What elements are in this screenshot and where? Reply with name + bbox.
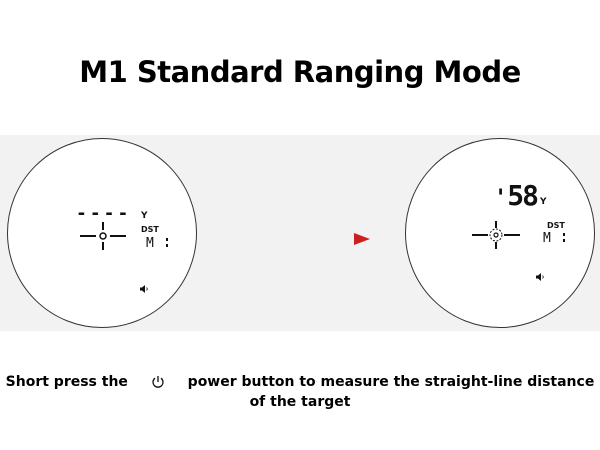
distance-reading: '58 [494,179,539,212]
crosshair-icon [80,222,126,250]
mode-indicator [166,238,168,250]
distance-value: 58 [507,179,539,212]
arrow-right-icon [236,233,370,245]
distance-placeholder: ---- [76,203,132,224]
unit-label: Y [141,211,148,221]
viewfinder-after: '58 Y DST M [405,138,595,328]
crosshair-icon [472,221,520,249]
speaker-icon [140,285,148,293]
viewfinder-before: ---- Y DST M [7,138,197,328]
mode-value: M [543,231,551,246]
mode-value: M [146,236,154,251]
power-icon [152,376,164,388]
mode-indicator [563,233,565,245]
caption-line-1: Short press the power button to measure … [0,372,600,392]
instruction-caption: Short press the power button to measure … [0,372,600,412]
mode-label: DST [547,221,565,230]
caption-text-before-icon: Short press the [5,374,128,390]
page-title: M1 Standard Ranging Mode [79,55,521,89]
unit-label: Y [540,197,547,207]
mode-label: DST [141,225,159,234]
speaker-icon [536,273,544,281]
caption-text-after-icon: power button to measure the straight-lin… [187,374,595,390]
caption-line-2: of the target [249,394,351,410]
